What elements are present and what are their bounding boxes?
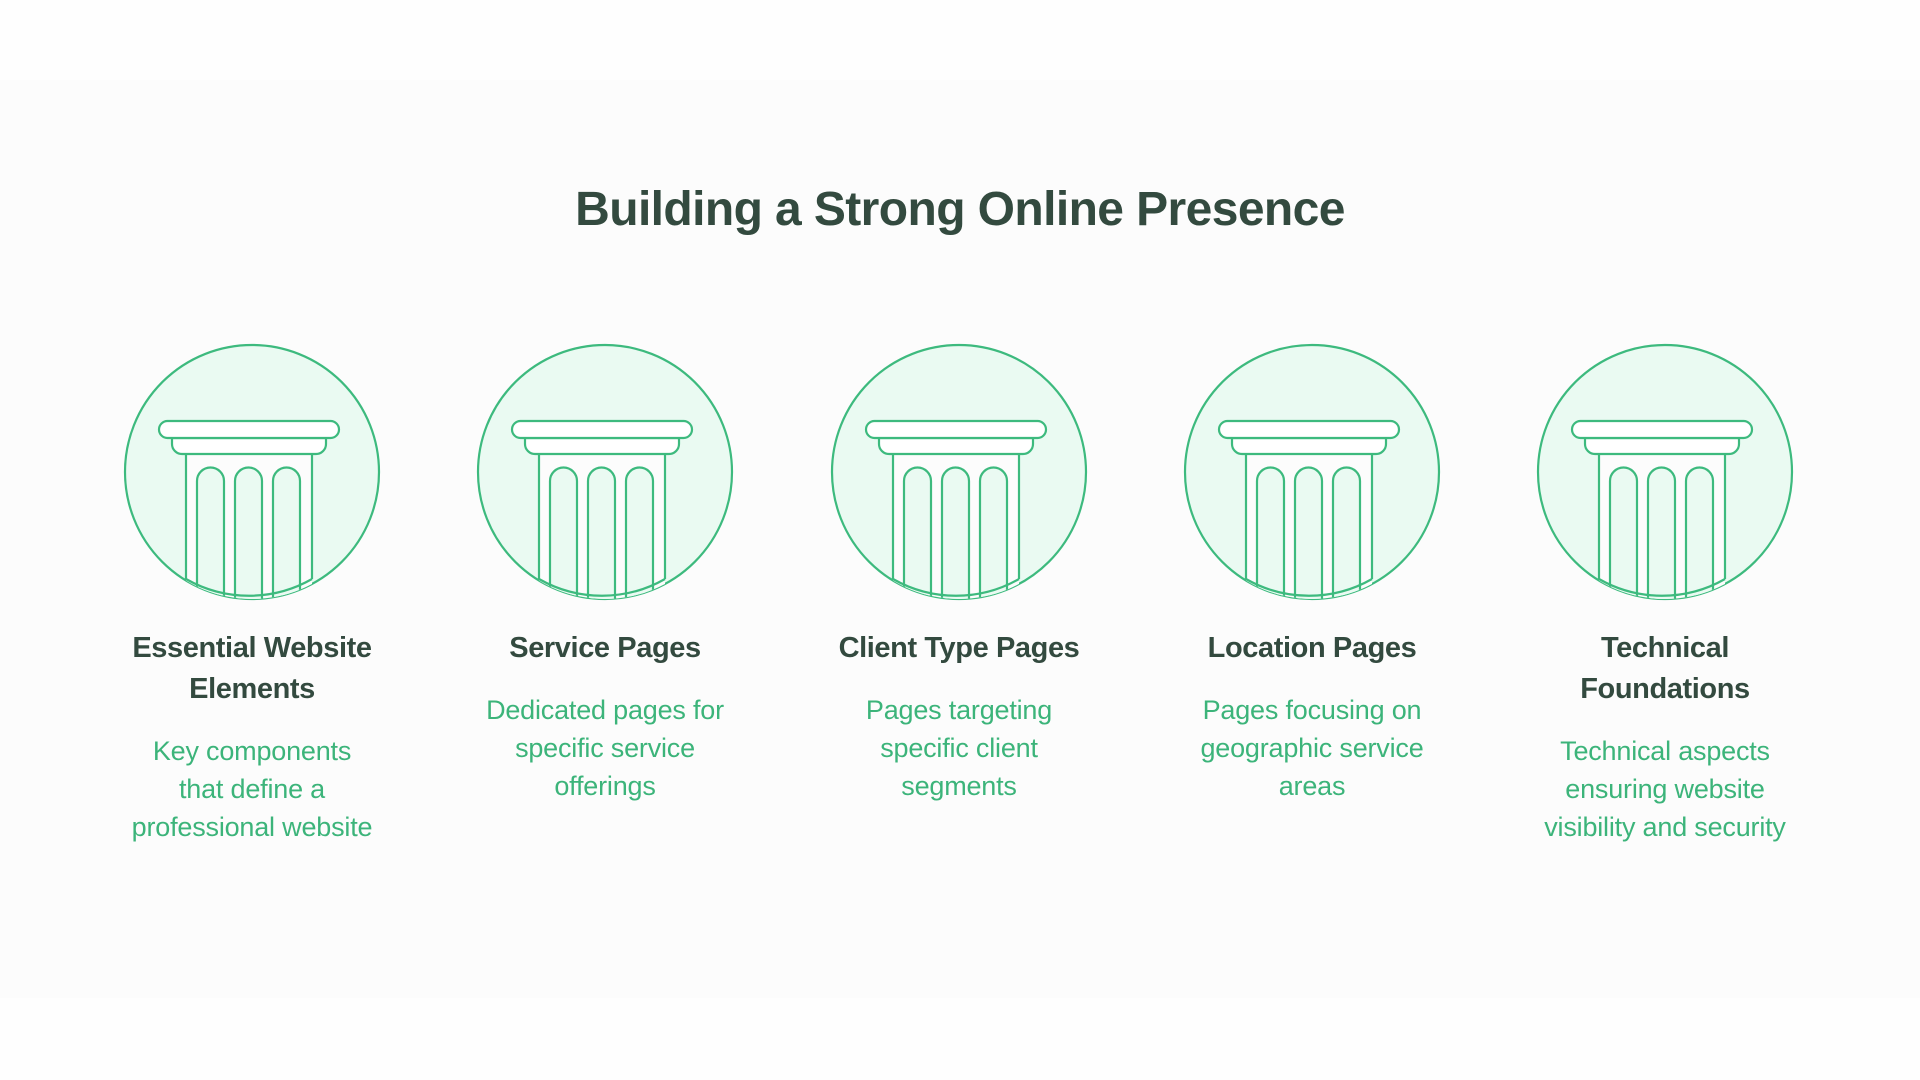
pillar-column-icon	[1534, 340, 1796, 604]
pillar-column-icon	[1181, 340, 1443, 604]
pillar-essential-website-elements: Essential Website Elements Key component…	[87, 340, 417, 846]
pillar-heading: Technical Foundations	[1580, 632, 1750, 705]
pillar-column-icon	[474, 340, 736, 604]
pillar-description: Pages focusing on geographic service are…	[1200, 695, 1424, 801]
pillar-heading: Service Pages	[509, 632, 701, 664]
pillar-description: Dedicated pages for specific service off…	[486, 695, 724, 801]
pillar-location-pages: Location Pages Pages focusing on geograp…	[1147, 340, 1477, 805]
pillar-description: Technical aspects ensuring website visib…	[1544, 736, 1786, 842]
pillar-client-type-pages: Client Type Pages Pages targeting specif…	[794, 340, 1124, 805]
pillar-column-icon	[828, 340, 1090, 604]
pillar-column-icon	[121, 340, 383, 604]
pillar-heading: Location Pages	[1207, 632, 1417, 664]
pillar-service-pages: Service Pages Dedicated pages for specif…	[440, 340, 770, 805]
pillar-heading: Essential Website Elements	[132, 632, 372, 705]
pillar-description: Key components that define a professiona…	[131, 736, 373, 842]
pillar-description: Pages targeting specific client segments	[865, 695, 1053, 801]
pillar-heading: Client Type Pages	[838, 632, 1080, 664]
page-title: Building a Strong Online Presence	[575, 183, 1345, 236]
pillar-technical-foundations: Technical Foundations Technical aspects …	[1500, 340, 1830, 846]
